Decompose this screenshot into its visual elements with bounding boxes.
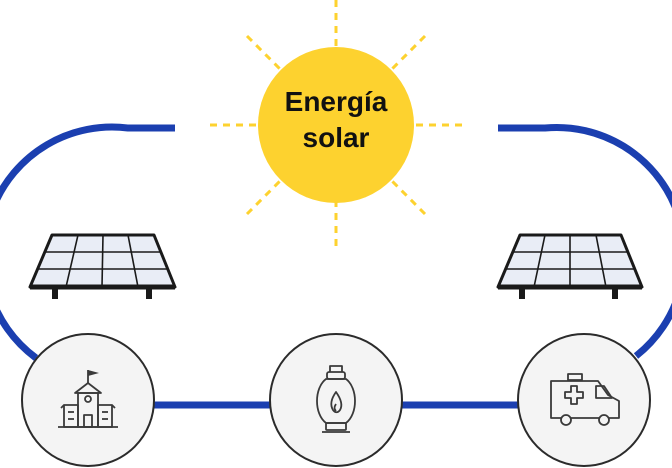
sun-rays [210,0,462,250]
sun-label-line1: Energía [284,86,388,117]
connector-lines [0,123,672,409]
ambulance-icon [550,373,620,426]
ambulance-node [517,333,651,467]
school-node [21,333,155,467]
solar-panel-icon [28,233,177,299]
right-arc-connector [498,123,672,359]
lamp-node [269,333,403,467]
school-icon [58,370,118,428]
sun-label: Energía solar [258,84,414,156]
left-arc-connector [0,123,175,361]
sun-icon [258,47,414,203]
gas-lamp-icon [316,365,356,433]
solar-panel-icon [496,233,644,299]
sun-label-line2: solar [302,122,370,153]
